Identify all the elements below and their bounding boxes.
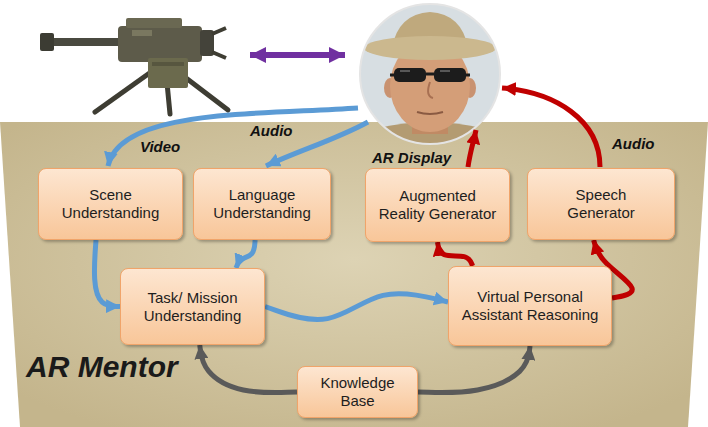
box-label: Task/ Mission Understanding <box>133 289 252 325</box>
signal-label: Audio <box>250 122 293 140</box>
box-label: Scene Understanding <box>51 186 170 222</box>
ar-display-arrow <box>468 130 476 167</box>
process-box: Augmented Reality Generator <box>365 168 510 242</box>
box-label: Speech Generator <box>540 186 662 222</box>
process-box: Speech Generator <box>527 168 675 240</box>
flow-arrow <box>236 240 255 268</box>
box-label: Virtual Personal Assistant Reasoning <box>461 288 599 324</box>
process-box: Language Understanding <box>193 168 331 240</box>
audio-out-arrow <box>502 88 600 167</box>
process-box: Virtual Personal Assistant Reasoning <box>448 266 612 346</box>
machine-gun-illustration <box>40 18 228 114</box>
knowledge-box: Knowledge Base <box>297 366 418 418</box>
audio-in-arrow <box>266 122 368 166</box>
signal-label: Video <box>140 138 180 156</box>
flow-arrow <box>438 242 473 266</box>
signal-label: AR Display <box>372 149 451 167</box>
signal-label: Audio <box>612 135 655 153</box>
flow-arrow <box>265 294 448 320</box>
system-trapezoid <box>0 122 708 427</box>
interaction-arrow <box>250 52 345 58</box>
flow-arrow <box>594 240 633 298</box>
flow-arrow <box>94 240 120 307</box>
soldier-portrait <box>356 0 506 150</box>
box-label: Augmented Reality Generator <box>378 187 497 223</box>
box-label: Knowledge Base <box>310 374 405 410</box>
process-box: Task/ Mission Understanding <box>120 268 265 345</box>
process-box: Scene Understanding <box>38 168 183 240</box>
flow-arrow <box>418 346 530 393</box>
box-label: Language Understanding <box>206 186 318 222</box>
video-arrow <box>108 108 358 166</box>
flow-arrow <box>200 345 297 393</box>
system-title-label: AR Mentor <box>26 350 178 384</box>
